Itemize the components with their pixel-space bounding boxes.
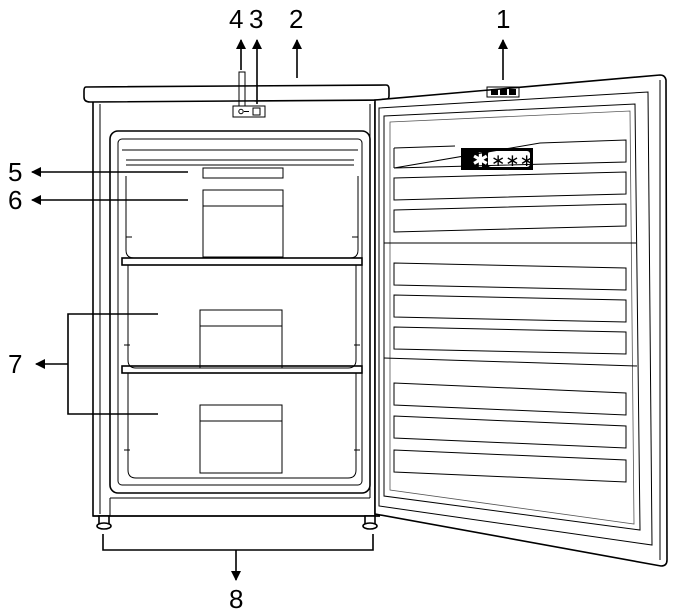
control-panel [232, 71, 266, 118]
snowflake-icon: ✱ [472, 148, 489, 172]
callout-6: 6 [8, 185, 22, 215]
top-drawer [125, 176, 359, 259]
worktop [83, 84, 390, 103]
middle-drawer [121, 257, 363, 369]
cabinet [83, 71, 390, 530]
star-rating-panel: ✱ ∗∗∗ [461, 148, 534, 172]
callout-labels: 1 2 3 4 5 6 7 8 [8, 4, 510, 614]
star-rating-icon: ∗∗∗ [491, 151, 534, 171]
callout-5: 5 [8, 157, 22, 187]
bottom-shelf [121, 365, 363, 374]
interior-opening [109, 130, 371, 494]
door-liner [383, 103, 641, 531]
bottom-drawer-handle [199, 404, 283, 474]
bracket-7 [67, 313, 158, 415]
indicator-lamp [252, 107, 261, 116]
flap-handle [202, 167, 284, 179]
callout-leaders [31, 39, 508, 581]
callout-1: 1 [496, 4, 510, 34]
door-shelves [383, 139, 638, 483]
callout-7: 7 [8, 349, 22, 379]
callout-3: 3 [249, 4, 263, 34]
door-outline [374, 74, 668, 567]
door-divider-2 [383, 357, 638, 367]
interior-liner [117, 138, 363, 486]
adjustable-feet [96, 515, 378, 530]
indicator-light [238, 71, 246, 107]
cabinet-body [92, 102, 380, 517]
callout-4: 4 [229, 4, 243, 34]
bracket-8 [102, 534, 374, 551]
middle-shelf [121, 257, 363, 266]
door: ✱ ∗∗∗ [374, 74, 668, 567]
top-compartment [122, 149, 359, 259]
bottom-drawer [121, 365, 363, 479]
callout-8: 8 [229, 584, 243, 614]
callout-2: 2 [289, 4, 303, 34]
middle-drawer-handle [199, 309, 283, 369]
top-drawer-handle [202, 189, 284, 258]
door-top-vent [486, 86, 520, 98]
temperature-knob [238, 108, 244, 115]
